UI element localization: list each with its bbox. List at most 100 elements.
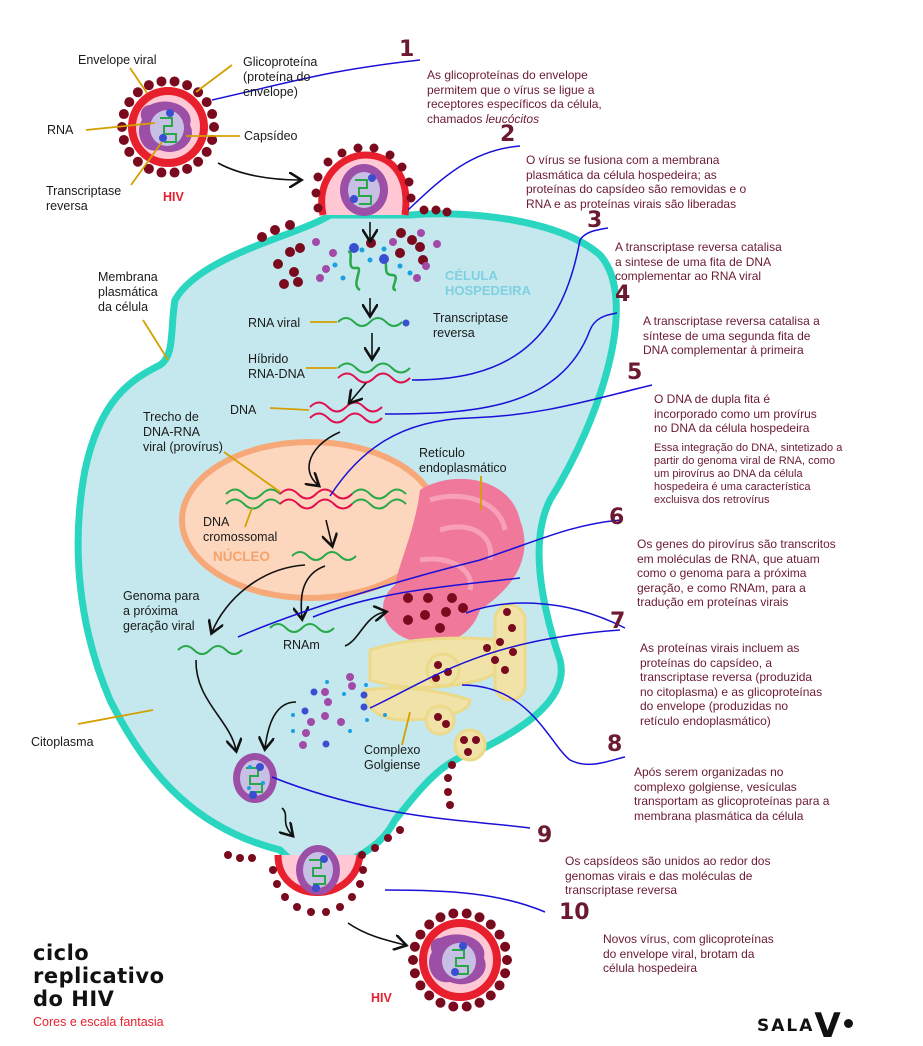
golgi-complex <box>363 603 527 736</box>
assembled-capsid <box>233 753 277 803</box>
step-8: 8 Após serem organizadas no complexo gol… <box>607 734 874 823</box>
glycoprotein-spike <box>156 76 167 87</box>
glycoprotein-spike <box>156 167 167 178</box>
glycoprotein-spike <box>461 908 472 919</box>
glycoprotein-spike <box>474 912 485 923</box>
glycoprotein-spike <box>409 968 420 979</box>
step-8-line <box>461 684 626 765</box>
step-5: 5 O DNA de dupla fita é incorporado como… <box>627 362 884 521</box>
glycoprotein-spike <box>500 941 511 952</box>
step-10: 10 Novos vírus, com glicoproteínas do en… <box>559 902 843 976</box>
hiv-virion-top <box>117 76 219 178</box>
arrow-capsid-to-bud <box>282 807 292 835</box>
glycoprotein-spike <box>169 167 180 178</box>
arrow-entry <box>217 162 300 180</box>
step-7-number: 7 <box>610 609 626 634</box>
glycoprotein-spike <box>502 955 512 965</box>
step-4: 4 A transcriptase reversa catalisa a sín… <box>615 284 873 358</box>
glycoprotein-spike <box>415 929 426 940</box>
step-6-line <box>237 519 621 638</box>
brand-mark: V <box>814 1006 841 1046</box>
label-dna: DNA <box>230 403 257 417</box>
glycoprotein-spike <box>408 955 418 965</box>
step-4-line <box>384 312 618 415</box>
genome-next-generation <box>177 645 243 655</box>
step-6b-line <box>312 577 521 618</box>
step-4-text: A transcriptase reversa catalisa a sínte… <box>643 314 820 357</box>
step-5-text: O DNA de dupla fita é incorporado como u… <box>654 392 817 435</box>
glycoprotein-spike <box>424 919 435 930</box>
glycoprotein-spike <box>207 109 218 120</box>
arrow-release <box>347 922 405 945</box>
step-9-line <box>271 776 531 829</box>
glycoprotein-spike <box>169 76 180 87</box>
glycoprotein-spike <box>201 97 212 108</box>
arrow-rt3 <box>350 382 367 402</box>
step-6-number: 6 <box>609 505 625 530</box>
glycoprotein-spike <box>485 990 496 1001</box>
step-3-line <box>411 227 609 381</box>
step-9-text: Os capsídeos são unidos ao redor dos gen… <box>565 854 771 897</box>
step-2-line <box>407 145 521 211</box>
glycoprotein-spike <box>435 997 446 1008</box>
arrow-genome-to-capsid <box>195 659 236 750</box>
label-er: Retículo endoplasmático <box>419 446 507 475</box>
step-9: 9 Os capsídeos são unidos ao redor dos g… <box>537 825 825 898</box>
mrna-strand <box>269 623 335 633</box>
dna-strand-b <box>309 412 383 424</box>
label-provirus: Trecho de DNA-RNA viral (provírus) <box>143 410 223 454</box>
step-5-line <box>329 384 653 497</box>
label-reverse-transcriptase: Transcriptase reversa <box>46 184 122 213</box>
glycoprotein-spike <box>448 908 459 919</box>
glycoprotein-spike <box>182 163 193 174</box>
step-9-number: 9 <box>537 823 553 848</box>
label-rna: RNA <box>47 123 74 137</box>
hiv-virion-released <box>408 908 512 1012</box>
step-8-text: Após serem organizadas no complexo golgi… <box>634 765 830 823</box>
label-chromosomal-dna: DNA cromossomal <box>203 515 278 544</box>
fusing-virus <box>311 143 452 217</box>
glycoprotein-spike <box>143 80 154 91</box>
label-golgi: Complexo Golgiense <box>364 743 421 772</box>
brand-text: SALA <box>757 1016 815 1036</box>
step-1-number: 1 <box>399 37 415 62</box>
step-connector-lines <box>211 59 653 913</box>
label-genome-next: Genoma para a próxima geração viral <box>123 589 200 633</box>
step-4-number: 4 <box>615 282 631 307</box>
glycoprotein-spike <box>494 980 505 991</box>
free-viral-proteins <box>291 673 387 749</box>
glycoprotein-spike <box>448 1001 459 1012</box>
step-5-number: 5 <box>627 360 643 385</box>
label-plasma-membrane: Membrana plasmática da célula <box>98 270 158 314</box>
label-capsid: Capsídeo <box>244 129 298 143</box>
reverse-transcriptase-dot <box>402 319 410 327</box>
step-7-text: As proteínas virais incluem as proteínas… <box>640 641 823 728</box>
step-1: 1 As glicoproteínas do envelope permitem… <box>399 39 647 126</box>
step-2-number: 2 <box>500 122 516 147</box>
step-3-number: 3 <box>587 208 603 233</box>
step-2-text: O vírus se fusiona com a membrana plasmá… <box>526 153 747 211</box>
label-host-cell: CÉLULA HOSPEDEIRA <box>445 268 531 298</box>
viral-rna-strand <box>337 317 403 327</box>
label-viral-rna: RNA viral <box>248 316 301 330</box>
step-2: 2 O vírus se fusiona com a membrana plas… <box>500 124 786 211</box>
step-1-line <box>211 59 421 101</box>
step-6: 6 Os genes do pirovírus são transcritos … <box>609 507 877 610</box>
glycoprotein-spike <box>132 87 143 98</box>
step-3: 3 A transcriptase reversa catalisa a sin… <box>587 210 835 284</box>
label-nucleus: NÚCLEO <box>213 549 270 564</box>
step-8-number: 8 <box>607 732 623 757</box>
arrow-proteins-to-capsid <box>265 701 297 748</box>
glycoprotein-spike <box>500 968 511 979</box>
glycoprotein-spike <box>193 156 204 167</box>
step-7: 7 As proteínas virais incluem as proteín… <box>610 611 880 728</box>
step-7-line <box>465 602 626 629</box>
glycoprotein-spike <box>209 122 219 132</box>
process-arrows <box>195 162 405 945</box>
brand-dot-icon <box>843 1019 853 1028</box>
glycoprotein-spike <box>461 1001 472 1012</box>
hybrid-rna-strand <box>337 362 411 374</box>
glycoprotein-spike <box>409 941 420 952</box>
